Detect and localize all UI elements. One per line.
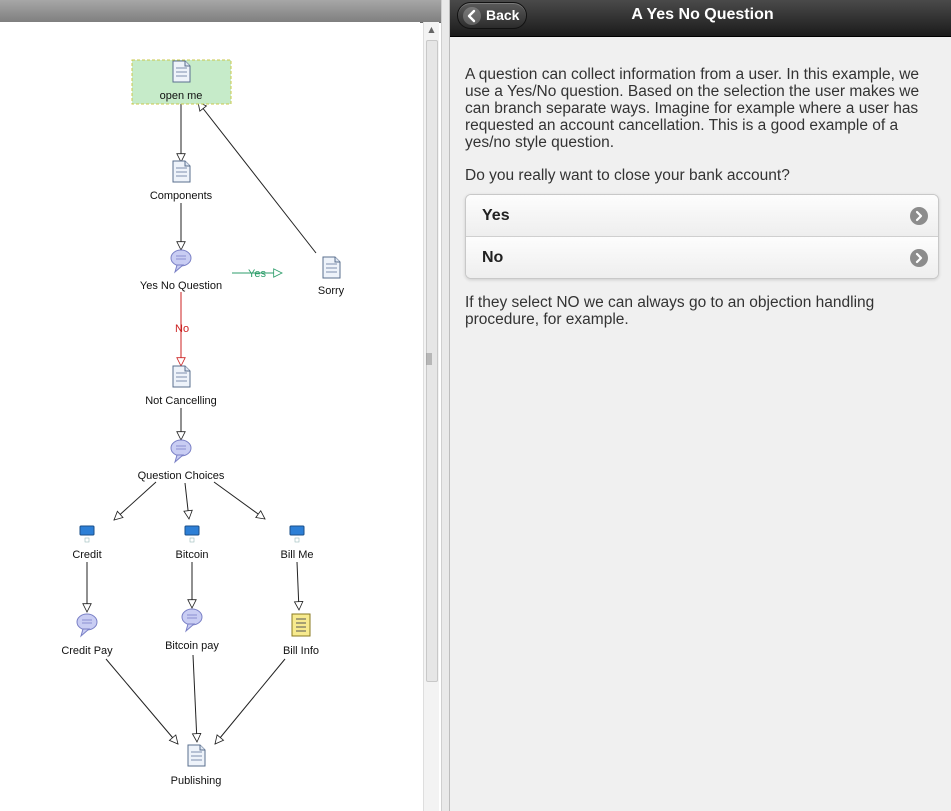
choice-yes-label: Yes [482,207,510,224]
node-publishing[interactable]: Publishing [171,744,222,787]
outro-paragraph: If they select NO we can always go to an… [465,294,875,328]
node-components[interactable]: Components [150,160,213,202]
back-button[interactable]: Back [457,2,527,29]
scroll-up-arrow-icon[interactable]: ▲ [428,25,435,34]
node-credit-pay[interactable]: Credit Pay [61,613,113,657]
edge-choices-credit[interactable] [114,481,157,520]
document-icon [172,365,191,388]
page-title: A Yes No Question [631,6,774,23]
node-credit-pay-label: Credit Pay [61,645,113,657]
designer-toolbar [0,0,441,23]
node-publishing-label: Publishing [171,775,222,787]
edge-bill-me-bill-info[interactable] [297,561,299,610]
pane-splitter[interactable] [441,0,450,811]
node-bitcoin-label: Bitcoin [175,549,208,561]
document-icon [172,60,191,83]
question-bubble-icon [76,613,98,637]
node-sorry[interactable]: Sorry [318,256,345,297]
node-not-cancelling[interactable]: Not Cancelling [145,365,217,407]
node-open-me-label: open me [160,90,203,102]
flow-edges [87,102,317,744]
node-credit[interactable]: Credit [72,525,102,561]
choice-icon [79,525,95,543]
choice-icon [184,525,200,543]
preview-header: Back A Yes No Question [450,0,951,37]
edge-bill-info-publishing[interactable] [215,658,286,744]
question-text: Do you really want to close your bank ac… [465,167,790,184]
node-bitcoin[interactable]: Bitcoin [175,525,209,561]
edge-choices-bill-me[interactable] [213,481,265,519]
choice-no-label: No [482,249,504,266]
chevron-right-icon [910,207,928,225]
chevron-left-icon [463,7,481,25]
node-bill-info-label: Bill Info [283,645,319,657]
node-components-label: Components [150,190,213,202]
node-bill-me-label: Bill Me [280,549,313,561]
preview-content: A question can collect information from … [465,66,939,328]
document-icon [187,744,206,767]
chevron-right-icon [910,249,928,267]
node-bitcoin-pay[interactable]: Bitcoin pay [165,608,219,652]
edge-label-no: No [175,323,189,335]
canvas-vertical-scrollbar[interactable]: ▲ [423,22,439,811]
flow-canvas[interactable]: Yes No open me Components Yes No Questio… [0,22,420,811]
choice-no-button[interactable]: No [466,237,938,278]
document-icon [322,256,341,279]
node-bill-me[interactable]: Bill Me [280,525,314,561]
node-bitcoin-pay-label: Bitcoin pay [165,640,219,652]
splitter-grip-icon[interactable] [426,353,432,365]
edge-sorry-open-me[interactable] [198,102,317,254]
intro-paragraph: A question can collect information from … [465,66,920,151]
flow-designer-pane: Yes No open me Components Yes No Questio… [0,0,441,811]
edge-bitcoin-pay-publishing[interactable] [193,654,197,742]
node-credit-label: Credit [72,549,101,561]
document-icon [172,160,191,183]
choice-icon [289,525,305,543]
node-question-choices[interactable]: Question Choices [138,439,225,482]
node-yes-no-question[interactable]: Yes No Question [140,249,222,292]
node-open-me[interactable]: open me [131,59,232,105]
edge-credit-pay-publishing[interactable] [105,658,178,744]
edge-label-yes: Yes [248,268,266,280]
back-button-label: Back [486,7,520,23]
note-icon [291,613,311,637]
node-not-cancelling-label: Not Cancelling [145,395,217,407]
question-bubble-icon [181,608,203,632]
question-bubble-icon [170,439,192,463]
choice-yes-button[interactable]: Yes [466,195,938,237]
node-sorry-label: Sorry [318,285,345,297]
choice-list: Yes No [465,194,939,279]
edge-choices-bitcoin[interactable] [185,482,189,519]
node-bill-info[interactable]: Bill Info [283,613,319,657]
question-bubble-icon [170,249,192,273]
node-question-choices-label: Question Choices [138,470,225,482]
mobile-preview-pane: Back A Yes No Question A question can co… [450,0,951,811]
node-yes-no-question-label: Yes No Question [140,280,222,292]
